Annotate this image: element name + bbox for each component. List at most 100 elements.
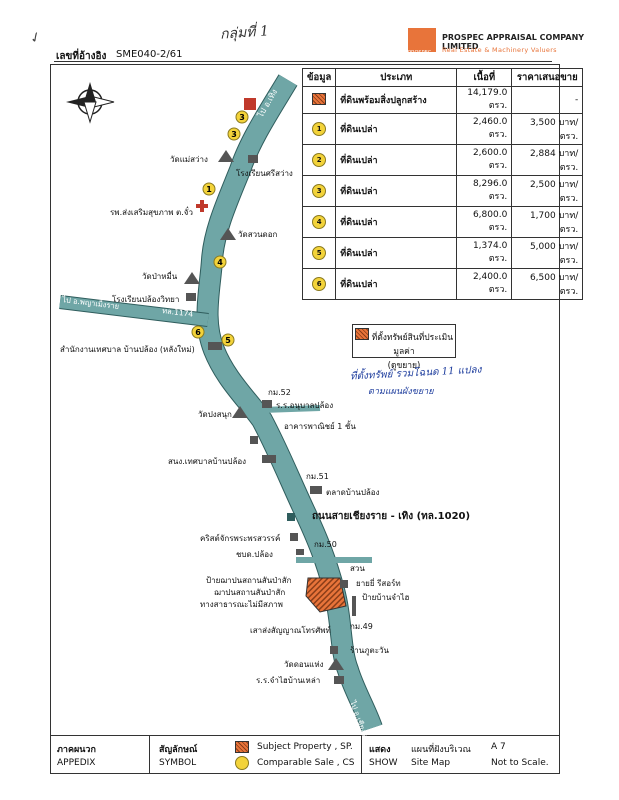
table-header-price: ราคาเสนอขาย <box>511 68 584 87</box>
comparables-table: ข้อมูล ประเภท เนื้อที่ ราคาเสนอขาย ที่ดิ… <box>301 68 584 300</box>
footer-show-th: แสดง <box>369 745 391 755</box>
table-cell-marker: 4 <box>301 206 337 238</box>
table-cell-marker: 1 <box>301 113 337 145</box>
table-cell-price: 3,500 บาท/ตรว. <box>511 113 584 145</box>
label-hospital: รพ.ส่งเสริมสุขภาพ ต.จั๋ว <box>110 208 193 217</box>
reference-label: เลขที่อ้างอิง <box>56 51 107 62</box>
svg-text:6: 6 <box>195 328 201 337</box>
footer-divider-2 <box>361 736 362 774</box>
table-header-data: ข้อมูล <box>301 68 337 87</box>
footer-map-en: Site Map <box>411 758 451 768</box>
company-tagline: Real Estate & Machinery Valuers <box>442 46 557 54</box>
comparable-marker-6: 6 <box>191 325 205 339</box>
school-icon-anuban <box>262 400 272 408</box>
school-icon-cham <box>334 676 344 684</box>
side-road-km52 <box>261 405 321 413</box>
logo-brand: PROSPEC <box>408 50 432 56</box>
label-sign-chai: ป้ายบ้านจำไฮ <box>362 593 410 602</box>
label-market: ตลาดบ้านปล้อง <box>326 488 380 497</box>
branch-road <box>59 296 209 326</box>
label-police: ชบด.ปล้อง <box>236 550 273 559</box>
label-wat-pa-muen: วัดป่าหมื่น <box>142 272 178 281</box>
company-name: PROSPEC APPRAISAL COMPANY LIMITED <box>442 33 585 51</box>
comparable-number-icon: 2 <box>312 153 327 167</box>
svg-text:4: 4 <box>217 258 223 267</box>
table-cell-type: ที่ดินเปล่า <box>335 175 458 207</box>
temple-icon-mae-sawang <box>218 150 234 162</box>
label-school-sri-sawang: โรงเรียนศรีสว่าง <box>236 169 293 178</box>
police-icon <box>296 549 304 555</box>
table-cell-price: 2,500 บาท/ตรว. <box>511 175 584 207</box>
footer-appendix-en: APPEDIX <box>57 758 96 768</box>
label-church: คริสต์จักรพระพรสวรรค์ <box>200 534 281 543</box>
table-cell-marker <box>301 86 337 114</box>
label-school-anuban: ร.ร.อนุบาลปล้อง <box>276 401 334 410</box>
table-cell-area: 2,460.0 ตรว. <box>456 113 513 145</box>
north-arrow-icon <box>66 82 115 124</box>
label-km52: กม.52 <box>268 388 291 397</box>
header-divider <box>54 61 552 62</box>
footer-scale: Not to Scale. <box>491 758 549 768</box>
church-icon <box>290 533 298 541</box>
table-cell-price: 6,500 บาท/ตรว. <box>511 268 584 300</box>
label-km49: กม.49 <box>350 622 373 631</box>
comparable-number-icon: 1 <box>312 122 327 136</box>
comparable-number-icon: 6 <box>312 277 327 291</box>
commercial-icon <box>250 436 258 444</box>
marker-icon-km51 <box>287 513 295 521</box>
label-sign-cremation: ป้ายฌาปนสถานสันป่าสัก <box>206 576 292 585</box>
table-cell-type: ที่ดินพร้อมสิ่งปลูกสร้าง <box>335 86 458 114</box>
label-main-road: ถนนสายเชียงราย - เทิง (ทล.1020) <box>312 511 471 522</box>
comparable-marker-3b: 3 <box>227 127 241 141</box>
comparable-marker-5: 5 <box>221 333 235 347</box>
subject-hatch-icon <box>354 328 369 340</box>
footer-appendix-th: ภาคผนวก <box>57 745 96 755</box>
table-cell-price: 2,884 บาท/ตรว. <box>511 144 584 176</box>
telecom-pole-icon <box>352 596 356 616</box>
footer-divider-1 <box>149 736 150 774</box>
school-icon-pla-song <box>186 293 196 301</box>
label-wat-pong-sanuk: วัดปงสนุก <box>198 410 232 419</box>
main-road <box>197 74 382 732</box>
market-icon <box>310 486 322 494</box>
label-office-old: สำนักงานเทศบาล บ้านปล้อง (หลังใหม่) <box>60 345 195 354</box>
table-cell-area: 14,179.0 ตรว. <box>456 86 513 114</box>
table-cell-marker: 5 <box>301 237 337 269</box>
label-shop: ร้านภูตะวัน <box>350 646 389 655</box>
temple-icon-pong-sanuk <box>232 406 248 418</box>
footer-map-th: แผนที่ฝังบริเวณ <box>411 745 471 755</box>
comparable-number-icon: 3 <box>312 184 327 198</box>
table-cell-marker: 2 <box>301 144 337 176</box>
table-cell-price: - <box>511 86 584 114</box>
footer-page: A 7 <box>491 742 506 752</box>
map-frame <box>50 64 560 736</box>
road-left-code: ทล.1174 <box>162 306 194 319</box>
svg-text:1: 1 <box>206 185 212 194</box>
table-cell-type: ที่ดินเปล่า <box>335 268 458 300</box>
school-icon-sri-sawang <box>248 155 258 163</box>
comparable-number-icon: 5 <box>312 246 327 260</box>
comparable-number-icon: 4 <box>312 215 327 229</box>
comparable-marker-1: 1 <box>202 182 216 196</box>
subject-legend-sub: (ดูขยาย) <box>387 361 421 371</box>
subject-legend-box: ที่ตั้งทรัพย์สินที่ประเมินมูลค่า (ดูขยาย… <box>352 324 456 371</box>
table-cell-area: 2,400.0 ตรว. <box>456 268 513 300</box>
table-cell-area: 2,600.0 ตรว. <box>456 144 513 176</box>
handwritten-note-2: ตามแผนผังขยาย <box>368 387 434 397</box>
comparable-marker-4: 4 <box>213 255 227 269</box>
footer-symbol-en: SYMBOL <box>159 758 197 768</box>
label-wat-mae-sawang: วัดแม่สว่าง <box>170 155 208 164</box>
municipal-icon <box>262 455 276 463</box>
footer-symbol-th: สัญลักษณ์ <box>159 745 198 755</box>
svg-text:3: 3 <box>231 130 237 139</box>
footer-show-en: SHOW <box>369 758 398 768</box>
label-wat-suan-dok: วัดสวนดอก <box>238 230 278 239</box>
company-logo-icon <box>408 28 436 52</box>
table-cell-type: ที่ดินเปล่า <box>335 144 458 176</box>
